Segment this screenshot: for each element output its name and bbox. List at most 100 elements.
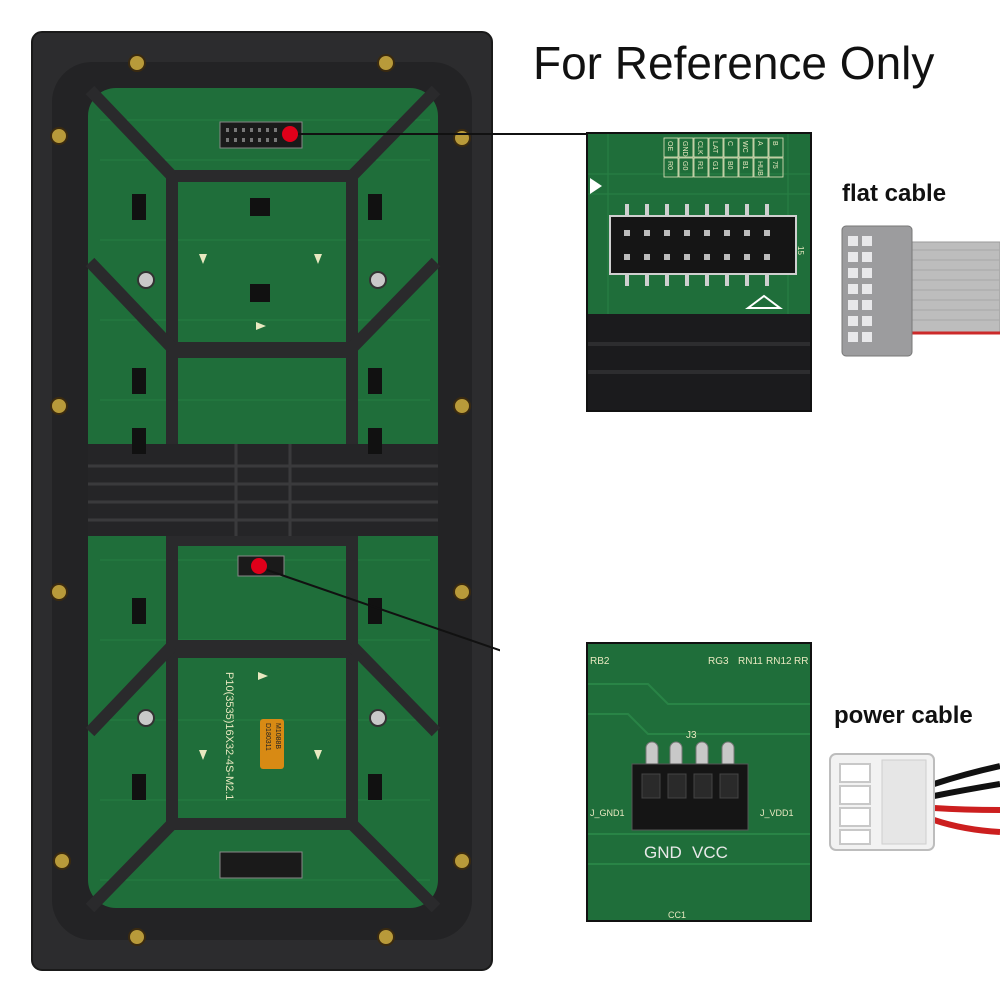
center-band <box>88 444 438 536</box>
power-cable-marker <box>251 558 267 574</box>
connector-pin <box>764 254 770 260</box>
power-cable-leader-line <box>266 569 500 652</box>
pin-label: C <box>726 141 733 146</box>
pin-label-cell <box>678 137 694 158</box>
label-j-vdd1: J_VDD1 <box>760 808 794 818</box>
center-band-grooves <box>88 444 438 536</box>
connector-pin <box>664 230 670 236</box>
solder-lead <box>725 274 729 286</box>
power-cable-inset: RB2 RG3 RN11 RN12 RR J3 J_GND1 J_VDD1 GN… <box>586 642 812 922</box>
solder-lead <box>665 274 669 286</box>
vcc-label: VCC <box>692 843 728 862</box>
pin-label: R0 <box>666 161 673 170</box>
connector-pin <box>724 254 730 260</box>
connector-pin <box>724 230 730 236</box>
pin-label: B1 <box>741 161 748 170</box>
pin-label: WC <box>741 141 748 153</box>
label-rr: RR <box>794 656 808 667</box>
connector-pins <box>624 204 770 286</box>
pin-label: R1 <box>696 161 703 170</box>
pin-label: G1 <box>711 161 718 170</box>
pin-label-cell <box>663 157 679 178</box>
solder-lead <box>705 204 709 216</box>
solder-lead <box>645 204 649 216</box>
solder-lead <box>745 274 749 286</box>
pin-label-cell <box>753 157 769 178</box>
connector-pins-top <box>226 128 277 142</box>
date-sticker <box>260 719 284 769</box>
label-cc1: CC1 <box>668 910 686 920</box>
connector-pin <box>744 254 750 260</box>
pin-label-cell <box>723 137 739 158</box>
pin-label-cell <box>723 157 739 178</box>
orientation-triangle <box>745 294 783 309</box>
frame-edge <box>588 314 810 410</box>
label-rb2: RB2 <box>590 656 610 667</box>
pin-label: CLK <box>696 141 703 155</box>
solder-lead <box>725 204 729 216</box>
pin-label: B <box>771 141 778 146</box>
pin1-triangle <box>590 178 602 194</box>
solder-lead <box>625 274 629 286</box>
pin-label-cell <box>738 157 754 178</box>
solder-lead <box>685 274 689 286</box>
page-title: For Reference Only <box>533 37 935 89</box>
connector-number: 15 <box>796 246 805 255</box>
led-module-panel: D180311 M1088B P10(3535)16X32-4S-M2.1 <box>31 31 500 971</box>
label-rn12: RN12 <box>766 656 792 667</box>
flat-cable-leader-extension <box>495 133 590 135</box>
pin-label-cell <box>693 137 709 158</box>
pin-label-cell <box>663 137 679 158</box>
connector-pin <box>624 254 630 260</box>
solder-lead <box>645 274 649 286</box>
power-cable-image <box>829 753 1000 851</box>
label-rn11: RN11 <box>738 656 763 667</box>
pin-label-cell <box>738 137 754 158</box>
connector-pin <box>704 254 710 260</box>
pin-label: A <box>756 141 763 146</box>
flat-cable-marker <box>282 126 298 142</box>
pin-label: GND <box>681 141 688 157</box>
connector-pin <box>684 230 690 236</box>
connector-pin <box>704 230 710 236</box>
pin-label: 75 <box>771 161 778 169</box>
pin-label-cell <box>693 157 709 178</box>
model-text: P10(3535)16X32-4S-M2.1 <box>223 672 235 800</box>
connector-pin <box>624 230 630 236</box>
data-output-connector <box>219 851 303 879</box>
date-sticker-text: D180311 <box>264 723 271 751</box>
pin-label-cell <box>753 137 769 158</box>
connector-pin <box>744 230 750 236</box>
pin-label: B0 <box>726 161 733 170</box>
solder-lead <box>705 274 709 286</box>
pin-label-cell <box>708 137 724 158</box>
pin-label-cell <box>768 157 784 178</box>
power-cable-label: power cable <box>834 702 973 729</box>
connector-pin <box>644 230 650 236</box>
solder-lead <box>685 204 689 216</box>
silk-arrows <box>199 254 322 760</box>
flat-cable-image <box>841 225 1000 357</box>
pin-label: HUB <box>756 161 763 176</box>
connector-pin <box>764 230 770 236</box>
sticker-code-text: M1088B <box>274 723 281 749</box>
gnd-label: GND <box>644 843 682 862</box>
solder-lead <box>745 204 749 216</box>
idc-plug <box>841 225 913 357</box>
pin-label-cell <box>768 137 784 158</box>
capacitors <box>137 271 387 727</box>
solder-lead <box>765 274 769 286</box>
connector-pin <box>664 254 670 260</box>
label-rg3: RG3 <box>708 656 729 667</box>
pin-label-cell <box>708 157 724 178</box>
label-j-gnd1: J_GND1 <box>590 808 625 818</box>
flat-cable-label: flat cable <box>842 180 947 207</box>
connector-pin <box>644 254 650 260</box>
label-j3: J3 <box>686 730 697 741</box>
pin-label: G0 <box>681 161 688 170</box>
solder-lead <box>625 204 629 216</box>
pin-label: OE <box>666 141 673 151</box>
hub75-connector <box>609 215 797 275</box>
